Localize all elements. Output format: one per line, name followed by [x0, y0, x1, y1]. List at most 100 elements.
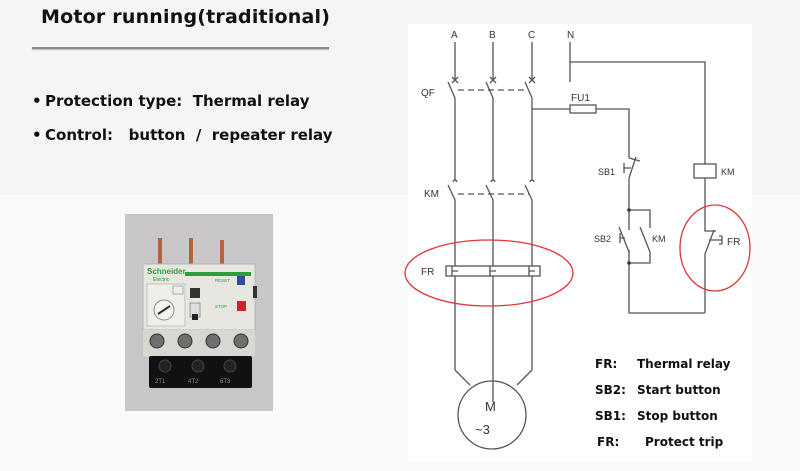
bullet-text: Protection type: Thermal relay [45, 92, 310, 110]
label-km-main: KM [424, 189, 439, 200]
wire-to-fr-return [628, 263, 705, 314]
window-1 [190, 288, 200, 298]
qf-contact-mark-b [489, 76, 497, 84]
label-fr-main: FR [421, 267, 434, 278]
brand-sub: Electric [153, 277, 170, 283]
reset-button[interactable] [237, 276, 245, 285]
fr-heater-c [528, 266, 535, 276]
label-fr-contact: FR [727, 237, 740, 248]
label-fu1: FU1 [571, 93, 590, 104]
reset-label: RESET [215, 278, 230, 283]
fr-heater-a [451, 266, 458, 276]
motor-lead-a [454, 369, 471, 386]
terminal-label-3: 6T3 [220, 379, 231, 385]
bullet-protection-type: •Protection type: Thermal relay [32, 90, 333, 124]
legend-value: Stop button [637, 409, 718, 423]
stop-label: STOP [215, 304, 227, 309]
circuit-diagram-panel [408, 24, 752, 461]
legend-key: SB2: [595, 383, 626, 397]
side-tab [253, 286, 257, 298]
neutral-to-coil [570, 61, 706, 164]
junction-top [627, 208, 631, 212]
motor-symbol [457, 380, 527, 450]
terminal-label-2: 4T2 [188, 379, 199, 385]
junction-bottom [627, 261, 631, 265]
legend-value: Start button [637, 383, 721, 397]
qf-contact-b [485, 81, 494, 181]
km-holding-contact [629, 226, 651, 264]
sb2-contact [618, 226, 630, 253]
fr-highlight-main [404, 239, 574, 307]
pin-1 [158, 238, 162, 268]
wire-phase-c [524, 184, 533, 370]
terminal-label-1: 2T1 [155, 379, 166, 385]
motor-lead-c [516, 369, 533, 386]
bullet-list: •Protection type: Thermal relay •Control… [32, 90, 333, 158]
fr-contact-actuator [709, 235, 723, 245]
label-phase-c: C [528, 30, 535, 41]
legend-item: SB2: Start button [595, 381, 730, 407]
fr-highlight-control [679, 204, 751, 292]
legend-key: FR: [595, 357, 618, 371]
thermal-relay-illustration: Schneider Electric RESET STOP 2T1 4T2 6T… [125, 214, 273, 411]
label-km-coil: KM [721, 167, 735, 177]
label-qf: QF [421, 88, 435, 99]
terminal-screw-3 [205, 333, 221, 349]
legend-item: FR: Thermal relay [595, 355, 730, 381]
km-hook-c [529, 179, 535, 183]
motor-label: M [485, 399, 496, 414]
thermal-relay-photo: Schneider Electric RESET STOP 2T1 4T2 6T… [125, 214, 273, 411]
label-km-holding: KM [652, 234, 666, 244]
dial-slot [172, 285, 184, 295]
qf-contact-c [524, 81, 533, 181]
label-neutral: N [567, 30, 574, 41]
bullet-dot: • [32, 92, 42, 110]
qf-contact-mark-a [451, 76, 459, 84]
base-terminal-1 [158, 359, 172, 373]
fr-thermal-element [445, 265, 541, 277]
legend-item: FR: Protect trip [595, 433, 730, 459]
terminal-screw-1 [149, 333, 165, 349]
brand-bar [185, 272, 251, 276]
label-phase-b: B [489, 30, 496, 41]
label-sb1: SB1 [598, 167, 615, 177]
pin-3 [220, 240, 224, 268]
legend-item: SB1: Stop button [595, 407, 730, 433]
terminal-screw-4 [233, 333, 249, 349]
km-hook-b [490, 179, 496, 183]
slide-title: Motor running(traditional) [41, 6, 331, 28]
wire-phase-b [485, 184, 494, 402]
sb1-contact [628, 156, 641, 179]
legend-key: FR: [597, 435, 620, 449]
fuse-fu1 [569, 104, 597, 114]
wire-phase-a [447, 184, 456, 370]
km-coil [693, 163, 717, 179]
wire-coil-to-fr [704, 178, 716, 232]
legend-value: Thermal relay [637, 357, 731, 371]
sb1-actuator [623, 163, 631, 173]
dial-pointer [157, 305, 171, 315]
km-hook-a [452, 179, 458, 183]
window-3 [192, 314, 198, 320]
bullet-dot: • [32, 126, 42, 144]
brand-name: Schneider [147, 267, 186, 276]
label-sb2: SB2 [594, 234, 611, 244]
qf-contact-a [447, 81, 456, 181]
title-underline [32, 47, 329, 49]
fr-heater-b [489, 266, 496, 276]
sb2-actuator [619, 233, 625, 243]
stop-button[interactable] [237, 301, 246, 311]
qf-contact-mark-c [528, 76, 536, 84]
legend-value: Protect trip [645, 435, 724, 449]
legend: FR: Thermal relay SB2: Start button SB1: St… [595, 355, 730, 459]
base-terminal-2 [191, 359, 205, 373]
label-phase-a: A [451, 30, 458, 41]
terminal-screw-2 [177, 333, 193, 349]
wire-fu1-to-sb1 [596, 108, 630, 158]
motor-phase-label: ~3 [475, 422, 490, 437]
base-terminal-3 [223, 359, 237, 373]
pin-2 [189, 238, 193, 268]
legend-key: SB1: [595, 409, 626, 423]
km-hold-branch-top [629, 209, 651, 228]
